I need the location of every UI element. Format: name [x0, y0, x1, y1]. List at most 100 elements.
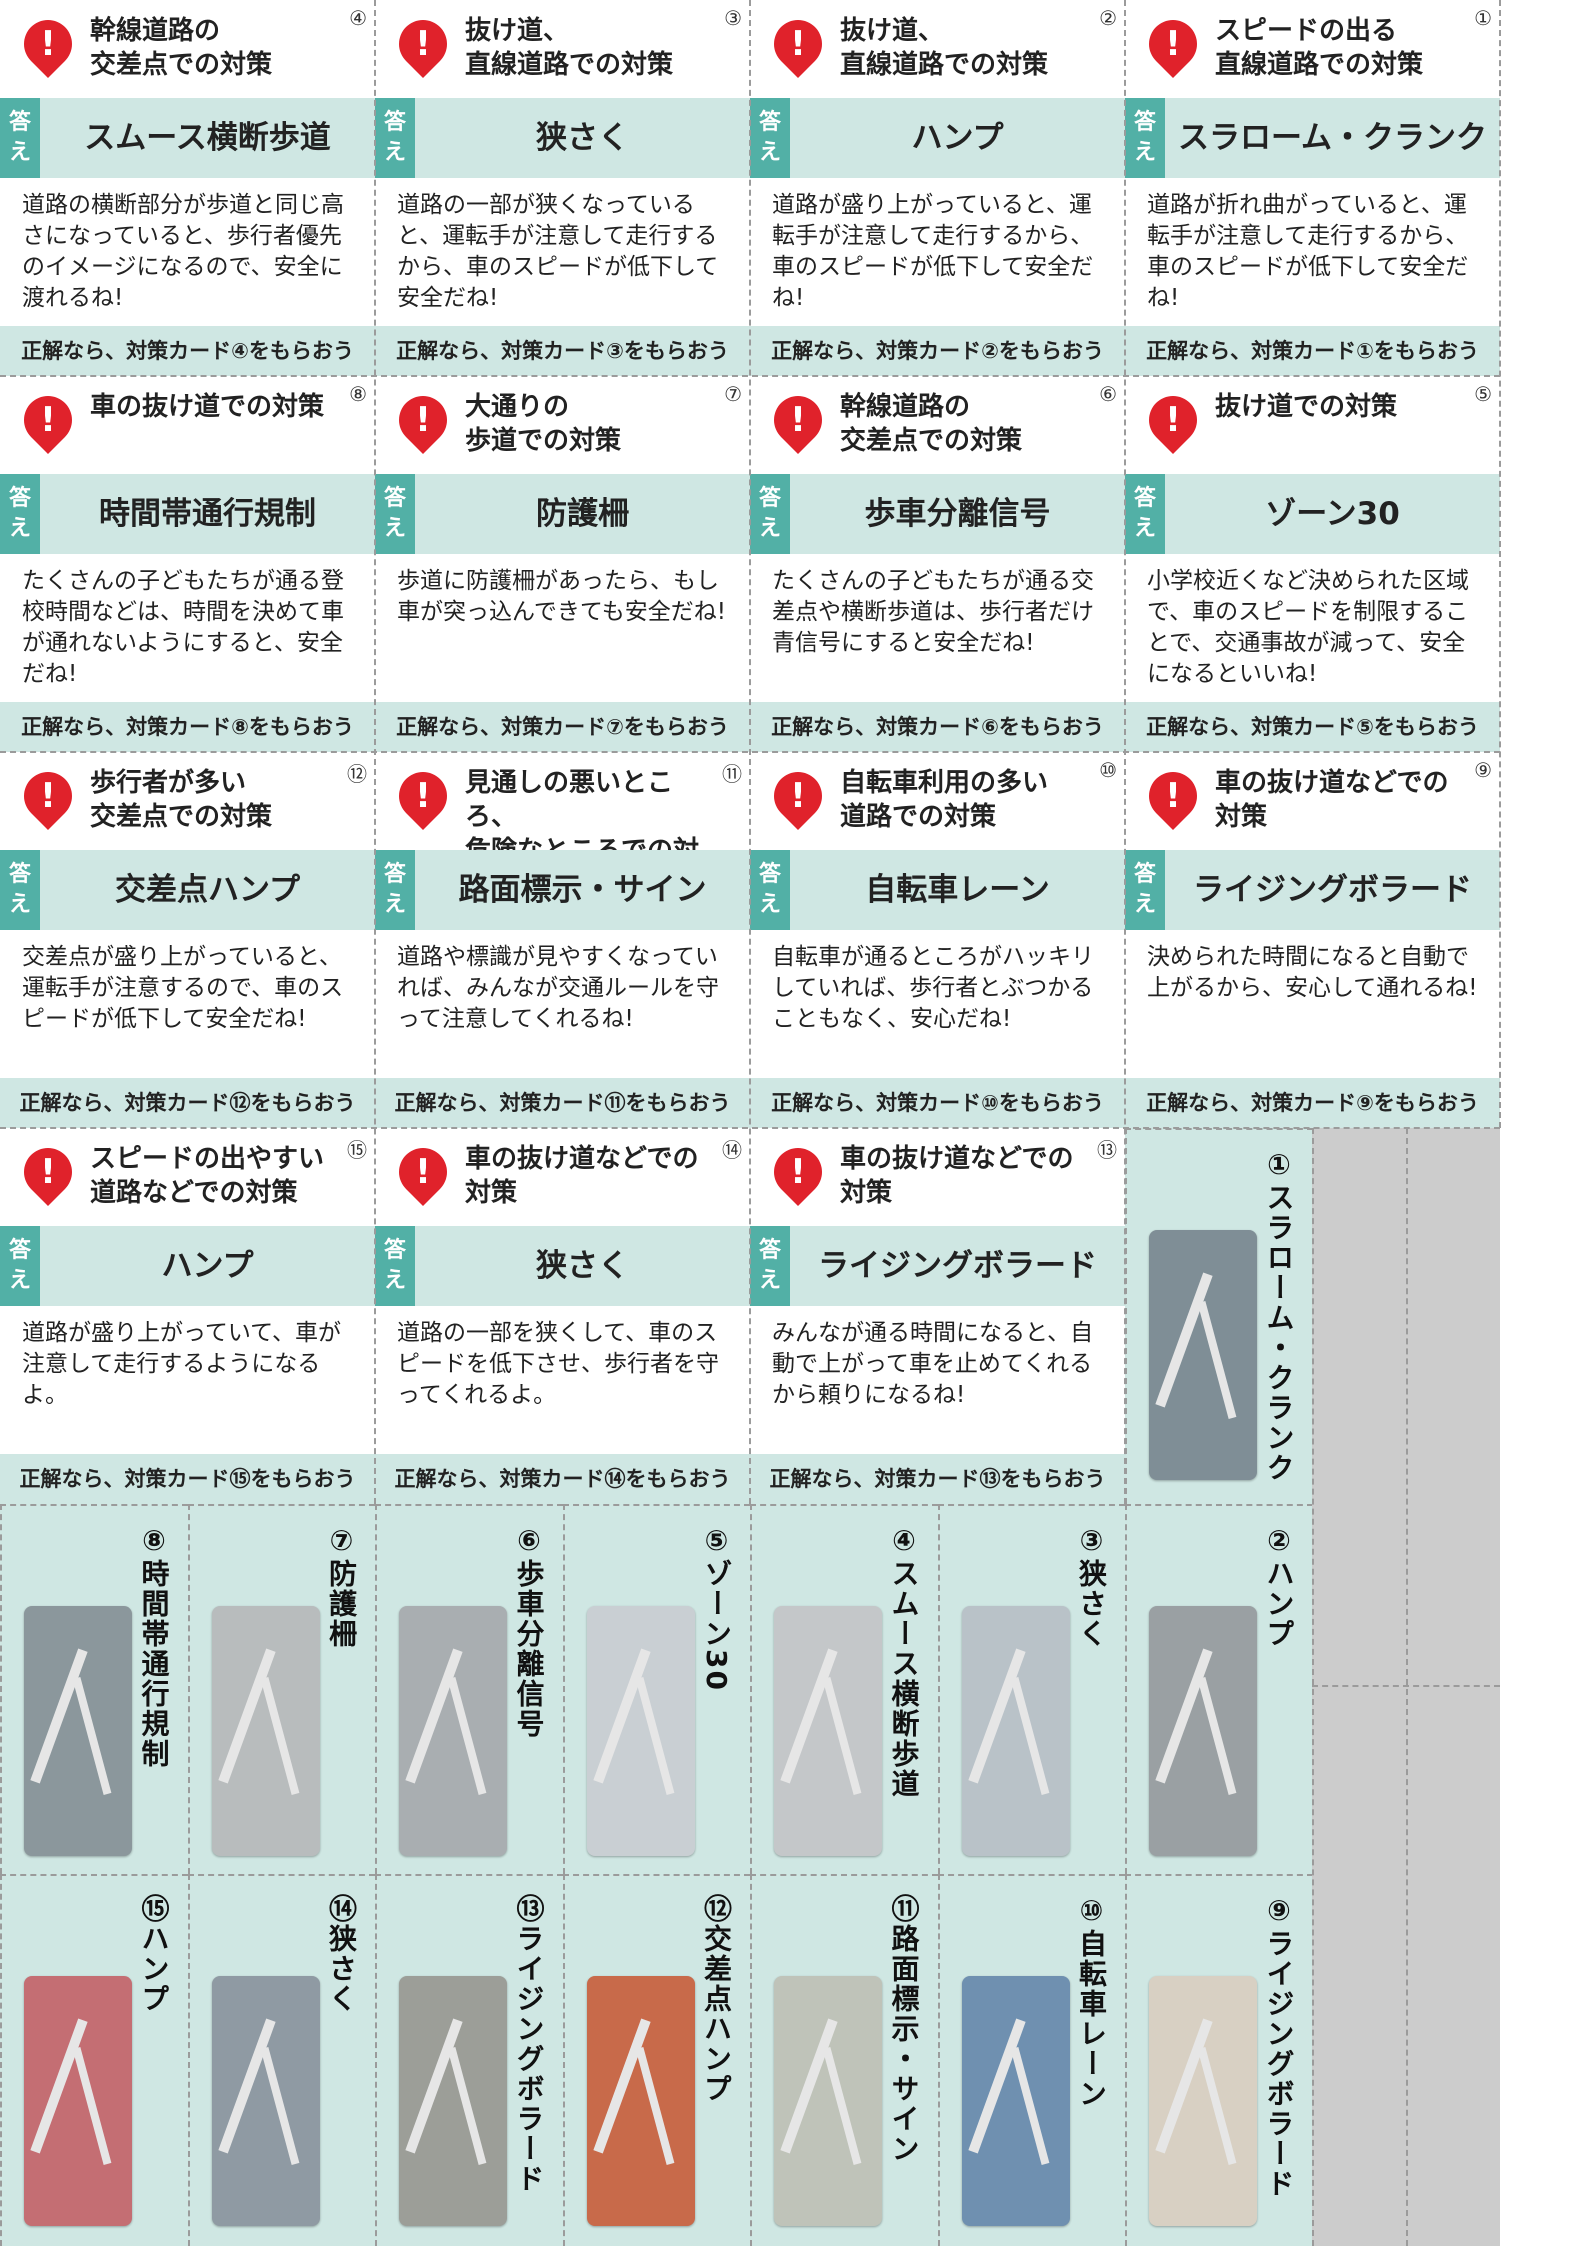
answer-tag: 答え: [375, 474, 415, 554]
card-number: ⑧: [349, 382, 367, 406]
card-explanation: 道路の一部を狭くして、車のスピードを低下させ、歩行者を守ってくれるよ。: [397, 1320, 719, 1408]
answer-band: 答え スムース横断歩道: [0, 98, 375, 178]
card-number: ⑦: [724, 382, 742, 406]
countermeasure-photo: [24, 1606, 132, 1856]
photo-card: ⑧時間帯通行規制: [0, 1504, 188, 1874]
card-number: ③: [724, 6, 742, 30]
photo-card: ⑪路面標示・サイン: [750, 1874, 938, 2246]
card-footer: 正解なら、対策カード⑨をもらおう: [1125, 1078, 1500, 1128]
exclamation-pin-icon: !: [764, 1138, 832, 1206]
card-header: ! スピードの出やすい 道路などでの対策 ⑮: [0, 1128, 375, 1226]
card-question-title: スピードの出やすい 道路などでの対策: [90, 1144, 325, 1208]
photo-card: ③狭さく: [937, 1504, 1125, 1874]
countermeasure-photo: [1149, 1230, 1257, 1480]
quiz-card: ! 見通しの悪いところ、 危険なところでの対策 ⑪ 答え 路面標示・サイン 道路…: [375, 752, 750, 1128]
card-question-title: 車の抜け道での対策: [90, 392, 325, 422]
quiz-card: ! 抜け道、 直線道路での対策 ② 答え ハンプ 道路が盛り上がっていると、運転…: [750, 0, 1125, 376]
card-explanation: 道路の一部が狭くなっていると、運転手が注意して走行するから、車のスピードが低下し…: [397, 192, 719, 311]
cut-line: [0, 375, 1500, 377]
countermeasure-photo: [774, 1606, 882, 1856]
exclamation-pin-icon: !: [1139, 762, 1207, 830]
answer-band: 答え 歩車分離信号: [750, 474, 1125, 554]
answer-band: 答え 自転車レーン: [750, 850, 1125, 930]
exclamation-pin-icon: !: [764, 386, 832, 454]
card-question-title: 車の抜け道などでの 対策: [1215, 768, 1449, 832]
quiz-card: ! 大通りの 歩道での対策 ⑦ 答え 防護柵 歩道に防護柵があったら、もし車が突…: [375, 376, 750, 752]
photo-card-label: ⑨ライジングボラード: [1262, 1894, 1296, 2199]
answer-word: スラローム・クランク: [1177, 120, 1488, 156]
countermeasure-photo: [399, 1606, 507, 1856]
card-question-title: 抜け道、 直線道路での対策: [465, 16, 674, 80]
quiz-card: ! 抜け道、 直線道路での対策 ③ 答え 狭さく 道路の一部が狭くなっていると、…: [375, 0, 750, 376]
answer-word: ハンプ: [161, 1248, 254, 1284]
card-number: ⑩: [1099, 758, 1117, 782]
card-question-title: 歩行者が多い 交差点での対策: [90, 768, 273, 832]
quiz-card: ! 自転車利用の多い 道路での対策 ⑩ 答え 自転車レーン 自転車が通るところが…: [750, 752, 1125, 1128]
answer-band: 答え スラローム・クランク: [1125, 98, 1500, 178]
card-explanation: 小学校近くなど決められた区域で、車のスピードを制限することで、交通事故が減って、…: [1147, 568, 1469, 687]
card-footer: 正解なら、対策カード⑤をもらおう: [1125, 702, 1500, 752]
card-footer: 正解なら、対策カード⑪をもらおう: [375, 1078, 750, 1128]
countermeasure-photo: [774, 1976, 882, 2226]
card-explanation: たくさんの子どもたちが通る登校時間などは、時間を決めて車が通れないようにすると、…: [22, 568, 344, 687]
answer-band: 答え ライジングボラード: [1125, 850, 1500, 930]
card-number: ⑬: [1097, 1138, 1117, 1162]
card-explanation: 歩道に防護柵があったら、もし車が突っ込んできても安全だね!: [397, 568, 726, 625]
card-header: ! 幹線道路の 交差点での対策 ⑥: [750, 376, 1125, 474]
exclamation-pin-icon: !: [389, 386, 457, 454]
card-explanation: みんなが通る時間になると、自動で上がって車を止めてくれるから頼りになるね!: [772, 1320, 1094, 1408]
photo-card-label: ②ハンプ: [1262, 1524, 1296, 1649]
answer-word: ライジングボラード: [1193, 872, 1472, 908]
quiz-card: ! 抜け道での対策 ⑤ 答え ゾーン30 小学校近くなど決められた区域で、車のス…: [1125, 376, 1500, 752]
answer-word: 路面標示・サイン: [458, 872, 707, 908]
card-question-title: 大通りの 歩道での対策: [465, 392, 622, 456]
card-explanation: 道路が盛り上がっていて、車が注意して走行するようになるよ。: [22, 1320, 342, 1408]
blank-area: [1312, 1128, 1502, 2246]
photo-card: ⑬ライジングボラード: [375, 1874, 563, 2246]
answer-band: 答え ゾーン30: [1125, 474, 1500, 554]
card-header: ! 自転車利用の多い 道路での対策 ⑩: [750, 752, 1125, 850]
card-footer: 正解なら、対策カード⑮をもらおう: [0, 1454, 375, 1504]
card-footer: 正解なら、対策カード⑧をもらおう: [0, 702, 375, 752]
answer-word: ライジングボラード: [818, 1248, 1097, 1284]
card-footer: 正解なら、対策カード②をもらおう: [750, 326, 1125, 376]
card-header: ! 車の抜け道などでの 対策 ⑨: [1125, 752, 1500, 850]
answer-band: 答え 路面標示・サイン: [375, 850, 750, 930]
answer-word: ハンプ: [911, 120, 1004, 156]
card-number: ⑤: [1474, 382, 1492, 406]
card-explanation: 決められた時間になると自動で上がるから、安心して通れるね!: [1147, 944, 1478, 1001]
exclamation-pin-icon: !: [1139, 10, 1207, 78]
countermeasure-photo: [961, 1606, 1070, 1856]
card-explanation: たくさんの子どもたちが通る交差点や横断歩道は、歩行者だけ青信号にすると安全だね!: [772, 568, 1094, 656]
card-header: ! 幹線道路の 交差点での対策 ④: [0, 0, 375, 98]
photo-card-label: ③狭さく: [1075, 1524, 1108, 1649]
card-footer: 正解なら、対策カード⑦をもらおう: [375, 702, 750, 752]
card-number: ②: [1099, 6, 1117, 30]
photo-card: ⑭狭さく: [187, 1874, 375, 2246]
answer-tag: 答え: [0, 1226, 40, 1306]
card-footer: 正解なら、対策カード⑭をもらおう: [375, 1454, 750, 1504]
photo-card: ⑫交差点ハンプ: [562, 1874, 750, 2246]
photo-card: ②ハンプ: [1125, 1504, 1313, 1874]
photo-card-label: ⑩自転車レーン: [1075, 1894, 1108, 2109]
card-footer: 正解なら、対策カード③をもらおう: [375, 326, 750, 376]
card-number: ④: [349, 6, 367, 30]
photo-card: ⑥歩車分離信号: [375, 1504, 563, 1874]
card-header: ! 車の抜け道などでの 対策 ⑬: [750, 1128, 1125, 1226]
answer-tag: 答え: [1125, 98, 1165, 178]
card-question-title: 抜け道、 直線道路での対策: [840, 16, 1049, 80]
answer-tag: 答え: [375, 98, 415, 178]
photo-card: ⑮ハンプ: [0, 1874, 188, 2246]
answer-band: 答え ハンプ: [0, 1226, 375, 1306]
card-header: ! スピードの出る 直線道路での対策 ①: [1125, 0, 1500, 98]
answer-band: 答え 交差点ハンプ: [0, 850, 375, 930]
card-number: ⑨: [1474, 758, 1492, 782]
answer-word: 時間帯通行規制: [99, 496, 316, 532]
countermeasure-photo: [1149, 1976, 1257, 2226]
card-explanation: 道路や標識が見やすくなっていれば、みんなが交通ルールを守って注意してくれるね!: [397, 944, 719, 1032]
answer-band: 答え 狭さく: [375, 1226, 750, 1306]
answer-band: 答え 防護柵: [375, 474, 750, 554]
card-footer: 正解なら、対策カード①をもらおう: [1125, 326, 1500, 376]
answer-word: 防護柵: [536, 496, 629, 532]
photo-card-label: ④スムース横断歩道: [887, 1524, 921, 1799]
